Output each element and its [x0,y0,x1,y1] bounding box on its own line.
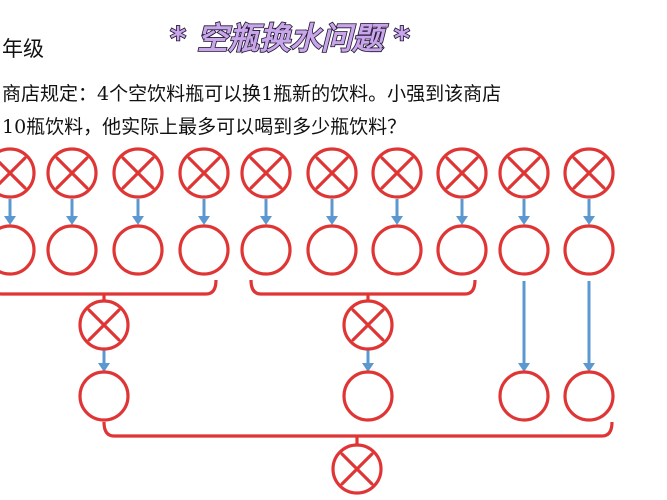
problem-line-1: 商店规定：4个空饮料瓶可以换1瓶新的饮料。小强到该商店 [2,83,501,105]
full-bottle-icon [436,224,488,276]
group-bracket [102,421,614,438]
full-bottle-icon [112,224,164,276]
arrows-layer [4,199,595,372]
nodes-layer [0,147,615,495]
empty-bottle-icon [371,147,423,199]
brackets-layer [0,279,614,444]
exchange-arrow [518,199,530,225]
empty-bottle-icon [563,147,615,199]
exchange-arrow [260,199,272,225]
full-bottle-icon [306,224,358,276]
empty-bottle-icon [306,147,358,199]
exchange-arrow [456,199,468,225]
full-bottle-icon [46,224,98,276]
empty-bottle-icon [0,147,36,199]
group-bracket [249,279,477,296]
exchange-arrow [98,350,110,372]
full-bottle-icon [178,224,230,276]
empty-bottle-icon [78,299,130,351]
exchange-arrow [518,281,530,372]
empty-bottle-icon [436,147,488,199]
full-bottle-icon [371,224,423,276]
page-title: * 空瓶换水问题 * [170,21,410,57]
full-bottle-icon [342,370,394,422]
exchange-arrow [132,199,144,225]
problem-line-2: 10瓶饮料，他实际上最多可以喝到多少瓶饮料？ [2,116,406,138]
empty-bottle-icon [240,147,292,199]
empty-bottle-icon [112,147,164,199]
empty-bottle-icon [178,147,230,199]
full-bottle-icon [563,370,615,422]
exchange-arrow [362,350,374,372]
exchange-arrow [391,199,403,225]
full-bottle-icon [0,224,36,276]
exchange-arrow [4,199,16,225]
full-bottle-icon [78,370,130,422]
exchange-arrow [66,199,78,225]
full-bottle-icon [563,224,615,276]
empty-bottle-icon [498,147,550,199]
exchange-arrow [583,281,595,372]
empty-bottle-icon [342,299,394,351]
empty-bottle-icon [331,443,383,495]
full-bottle-icon [240,224,292,276]
full-bottle-icon [498,370,550,422]
exchange-arrow [326,199,338,225]
empty-bottle-icon [46,147,98,199]
full-bottle-icon [498,224,550,276]
exchange-arrow [583,199,595,225]
group-bracket [0,279,218,296]
grade-label: 年级 [2,37,44,61]
exchange-arrow [198,199,210,225]
